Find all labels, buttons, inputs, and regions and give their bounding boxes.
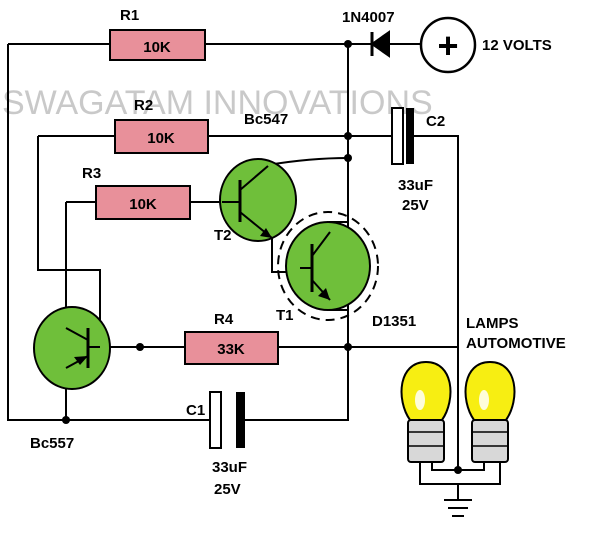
supply-label: 12 VOLTS	[482, 37, 552, 54]
resistor-r2: 10K R2	[114, 97, 209, 154]
r3-ref: R3	[82, 165, 101, 182]
junction-dot	[344, 154, 352, 162]
lamps-label-line1: LAMPS	[466, 315, 519, 332]
junction-dot	[136, 343, 144, 351]
r2-value: 10K	[147, 130, 175, 147]
junction-dot	[62, 416, 70, 424]
c2-value: 33uF	[398, 177, 433, 194]
t1-ref: T1	[276, 307, 294, 324]
transistor-t2: Bc547 T2	[214, 111, 297, 244]
ground-icon	[444, 499, 472, 517]
transistor-t1: T1 D1351	[276, 211, 416, 330]
resistor-r3: 10K R3	[82, 165, 191, 220]
r4-ref: R4	[214, 311, 234, 328]
lamp-right	[464, 360, 516, 463]
t2-part: Bc547	[244, 111, 288, 128]
t2-ref: T2	[214, 227, 232, 244]
junction-dot	[344, 132, 352, 140]
junction-dots	[62, 40, 462, 474]
supply-symbol: +	[437, 25, 458, 66]
diode-1n4007: 1N4007	[342, 9, 395, 58]
lamps-label-line2: AUTOMOTIVE	[466, 335, 566, 352]
capacitor-c2: C2 33uF 25V	[391, 107, 445, 214]
watermark: SWAGATAM INNOVATIONS	[2, 84, 433, 122]
lamps-label: LAMPS AUTOMOTIVE	[466, 315, 566, 352]
c2-voltage: 25V	[402, 197, 429, 214]
bulb-icon	[400, 360, 452, 421]
lamp-left	[400, 360, 452, 463]
r2-ref: R2	[134, 97, 153, 114]
plus-terminal-icon	[419, 16, 477, 74]
r4-value: 33K	[217, 341, 245, 358]
capacitor-c1: C1 33uF 25V	[186, 391, 247, 498]
t1-part: D1351	[372, 313, 416, 330]
c1-value: 33uF	[212, 459, 247, 476]
bc557-part: Bc557	[30, 435, 74, 452]
r1-value: 10K	[143, 39, 171, 56]
resistor-r4: 33K R4	[184, 311, 279, 365]
r3-value: 10K	[129, 196, 157, 213]
resistor-r1: 10K R1	[109, 7, 206, 61]
diode-ref: 1N4007	[342, 9, 395, 26]
supply-12v: + 12 VOLTS	[419, 16, 552, 74]
c1-voltage: 25V	[214, 481, 241, 498]
junction-dot	[454, 466, 462, 474]
junction-dot	[344, 40, 352, 48]
c2-ref: C2	[426, 113, 445, 130]
transistor-bc557: Bc557	[30, 306, 111, 452]
bulb-icon	[464, 360, 516, 421]
r1-ref: R1	[120, 7, 139, 24]
c1-ref: C1	[186, 402, 205, 419]
wires	[7, 43, 501, 500]
junction-dot	[344, 343, 352, 351]
